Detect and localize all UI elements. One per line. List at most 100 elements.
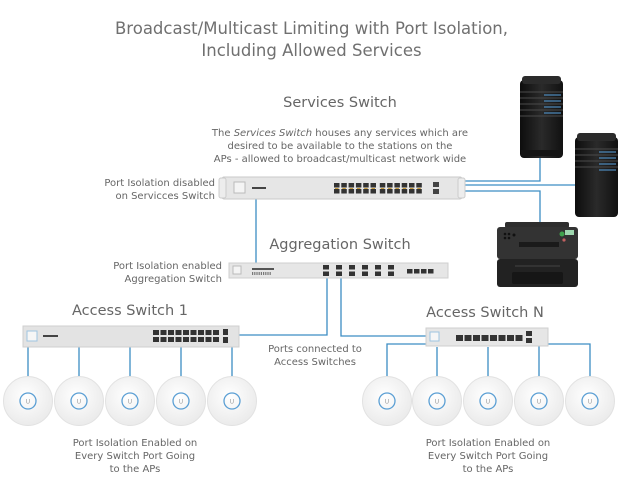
- access-point: U: [412, 376, 462, 426]
- ap-note-n-line-2: Every Switch Port Going: [427, 451, 549, 462]
- services-switch-description: The Services Switch houses any services …: [200, 127, 480, 166]
- access-point-logo: U: [486, 399, 490, 406]
- power-button-icon: [429, 331, 440, 342]
- aggregation-note-line-2: Aggregation Switch: [124, 274, 222, 285]
- ethernet-port: [490, 335, 497, 341]
- ethernet-port: [213, 337, 219, 342]
- printer-power-led: [559, 231, 565, 237]
- access-point-led-ring: [19, 392, 37, 410]
- services-desc-line-2: desired to be available to the stations …: [227, 141, 453, 152]
- sfp-port: [336, 265, 342, 270]
- access-switch-n-ap-note: Port Isolation Enabled on Every Switch P…: [408, 437, 568, 476]
- access-point: U: [105, 376, 155, 426]
- ethernet-port: [414, 269, 420, 274]
- ethernet-port: [394, 189, 400, 194]
- access-point-led-ring: [378, 392, 396, 410]
- sfp-port: [362, 265, 368, 270]
- access-point: U: [3, 376, 53, 426]
- led: [256, 272, 258, 275]
- ethernet-port: [341, 183, 347, 188]
- ethernet-port: [160, 330, 167, 335]
- ethernet-port: [394, 183, 400, 188]
- access-point-led-ring: [581, 392, 599, 410]
- ethernet-port: [198, 330, 204, 335]
- ethernet-port: [363, 189, 369, 194]
- ethernet-port: [507, 335, 514, 341]
- ethernet-port: [401, 189, 408, 194]
- ethernet-port: [387, 183, 393, 188]
- ethernet-port: [379, 189, 386, 194]
- access-point-led-ring: [223, 392, 241, 410]
- ap-note-1-line-3: to the APs: [109, 464, 161, 475]
- aggregation-note-line-1: Port Isolation enabled: [113, 261, 222, 272]
- led: [263, 272, 265, 275]
- ethernet-port: [341, 189, 347, 194]
- port-led: [380, 188, 385, 189]
- ethernet-port: [401, 183, 408, 188]
- services-note-line-1: Port Isolation disabled: [104, 178, 215, 189]
- ethernet-port: [363, 183, 369, 188]
- desc-prefix: The: [211, 128, 234, 139]
- ethernet-port: [334, 189, 340, 194]
- ethernet-port: [175, 330, 182, 335]
- uplink-ports-note: Ports connected to Access Switches: [245, 343, 385, 369]
- ethernet-port: [370, 189, 376, 194]
- access-point: U: [156, 376, 206, 426]
- cable-to-printer: [460, 190, 541, 222]
- ethernet-port: [160, 337, 167, 342]
- led: [252, 272, 254, 275]
- ethernet-port: [153, 330, 159, 335]
- access-point-led-ring: [70, 392, 88, 410]
- access-point-body: [362, 376, 412, 426]
- access-point-body: [3, 376, 53, 426]
- access-point-logo: U: [537, 399, 541, 406]
- ethernet-port: [355, 189, 362, 194]
- access-point-body: [156, 376, 206, 426]
- cable-aggregation-to-access-n: [340, 278, 427, 337]
- access-point: U: [463, 376, 513, 426]
- access-point-logo: U: [26, 399, 30, 406]
- led: [254, 272, 256, 275]
- ethernet-port: [205, 330, 212, 335]
- ethernet-port: [190, 337, 197, 342]
- led: [267, 272, 269, 275]
- access-switch-n-heading: Access Switch N: [426, 305, 544, 321]
- server-2: [575, 133, 618, 217]
- sfp-port: [362, 271, 368, 276]
- sfp-port: [323, 265, 329, 270]
- access-point-logo: U: [435, 399, 439, 406]
- access-point-led-ring: [479, 392, 497, 410]
- sfp-port: [388, 271, 394, 276]
- ethernet-port: [421, 269, 427, 274]
- ethernet-port: [213, 330, 219, 335]
- led: [265, 272, 267, 275]
- access-switch-1: [22, 325, 240, 348]
- access-point-body: [105, 376, 155, 426]
- port-led: [335, 188, 339, 189]
- access-point-logo: U: [128, 399, 132, 406]
- access-point-body: [514, 376, 564, 426]
- access-point: U: [54, 376, 104, 426]
- access-point-logo: U: [385, 399, 389, 406]
- ethernet-port: [190, 330, 197, 335]
- ethernet-port: [205, 337, 212, 342]
- services-switch-heading: Services Switch: [283, 95, 397, 111]
- desc-rest: houses any services which are: [312, 128, 469, 139]
- title-line-1: Broadcast/Multicast Limiting with Port I…: [114, 19, 509, 38]
- access-point: U: [514, 376, 564, 426]
- power-button-icon: [233, 181, 246, 194]
- port-led: [410, 188, 414, 189]
- port-led: [402, 188, 407, 189]
- access-point-led-ring: [172, 392, 190, 410]
- power-button-icon: [26, 330, 38, 342]
- ethernet-port: [168, 337, 174, 342]
- uplink-note-line-2: Access Switches: [274, 357, 356, 368]
- services-desc-line-1: The Services Switch houses any services …: [200, 127, 480, 140]
- cable-an-ap4: [490, 343, 540, 378]
- cable-aggregation-to-access-1: [239, 278, 328, 336]
- sfp-port: [349, 271, 355, 276]
- ethernet-port: [416, 183, 422, 188]
- access-point-logo: U: [588, 399, 592, 406]
- diagram-title: Broadcast/Multicast Limiting with Port I…: [60, 18, 563, 62]
- ethernet-port: [348, 183, 355, 188]
